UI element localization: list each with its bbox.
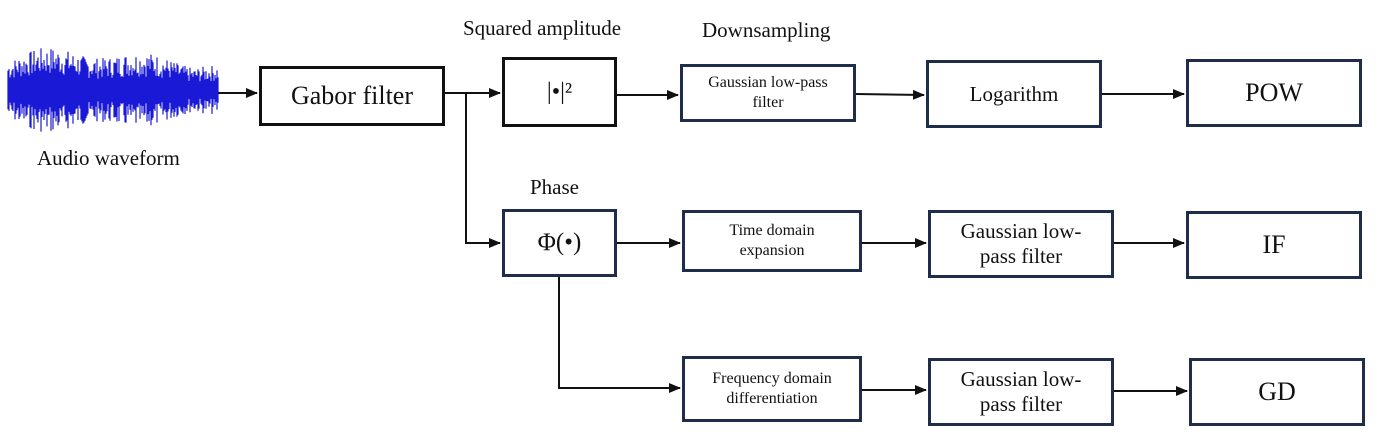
gd-output-box: GD (1189, 358, 1365, 426)
gaussian-filter-box-mid: Gaussian low-pass filter (928, 210, 1114, 278)
pow-output-label: POW (1245, 78, 1303, 107)
time-expansion-box: Time domain expansion (682, 210, 862, 272)
header-squared-amplitude: Squared amplitude (463, 16, 622, 40)
gabor-filter-label: Gabor filter (290, 81, 413, 110)
logarithm-label: Logarithm (969, 81, 1059, 106)
phase-box: Φ(•) (502, 209, 617, 277)
gaussian-filter-label-top: Gaussian low-pass filter (708, 74, 828, 111)
if-output-label: IF (1262, 230, 1286, 259)
header-phase: Phase (530, 175, 579, 199)
abs-squared-box: |•|² (502, 57, 617, 127)
abs-squared-label: |•|² (546, 78, 573, 105)
freq-diff-label: Frequency domain differentiation (712, 370, 832, 407)
gd-output-label: GD (1258, 377, 1296, 406)
gaussian-filter-box-top: Gaussian low-pass filter (680, 64, 856, 122)
header-downsampling: Downsampling (702, 18, 831, 42)
arrow-phase-to-freq (558, 277, 681, 393)
gaussian-filter-box-bot: Gaussian low-pass filter (928, 358, 1114, 426)
time-expansion-label: Time domain expansion (729, 222, 815, 259)
arrow-gauss-to-log (855, 89, 925, 100)
phase-op-label: Φ(•) (537, 229, 582, 256)
gaussian-filter-label-mid: Gaussian low-pass filter (960, 219, 1082, 268)
if-output-box: IF (1186, 211, 1362, 279)
waveform-trace (7, 48, 219, 132)
arrow-gabor-to-phase (465, 93, 501, 248)
gabor-filter-box: Gabor filter (259, 66, 445, 126)
waveform-label: Audio waveform (37, 146, 180, 170)
pow-output-box: POW (1186, 59, 1362, 127)
gaussian-filter-label-bot: Gaussian low-pass filter (960, 367, 1082, 416)
freq-diff-box: Frequency domain differentiation (682, 356, 862, 422)
audio-waveform (7, 48, 219, 132)
logarithm-box: Logarithm (926, 60, 1102, 128)
